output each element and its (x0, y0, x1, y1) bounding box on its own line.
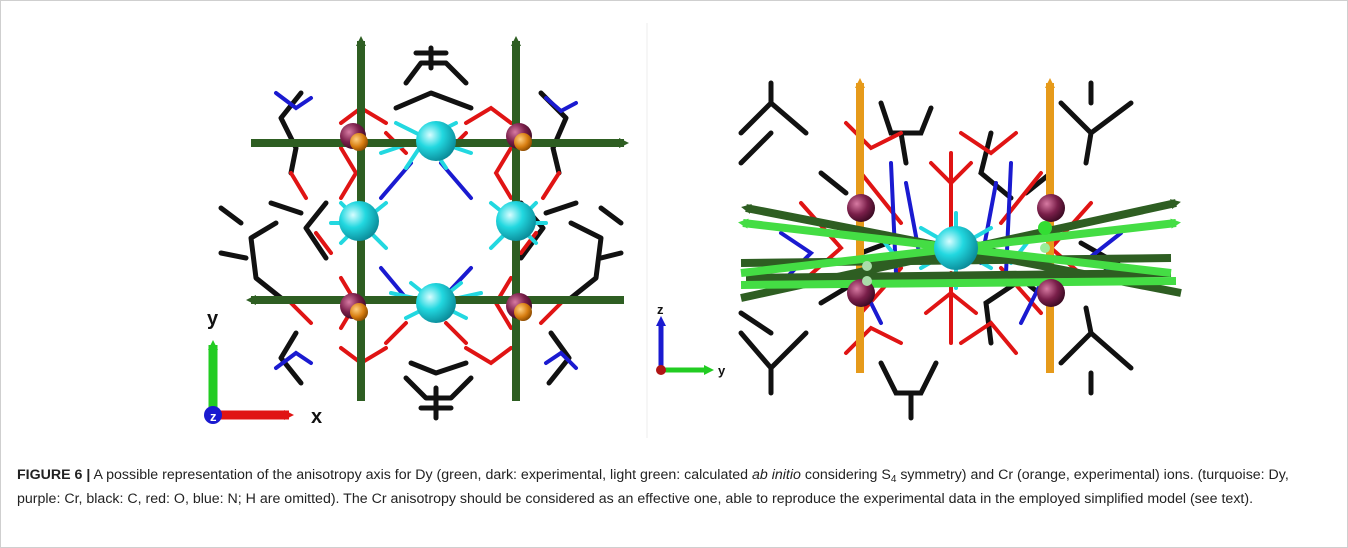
figure-caption: FIGURE 6 | A possible representation of … (17, 463, 1333, 511)
caption-text-part3: symmetry) and Cr (orange, experimental) … (17, 467, 1289, 507)
caption-text-part2: considering S (800, 467, 891, 483)
panel-a-cr-ions (340, 123, 532, 321)
panel-b-dy-ion (934, 226, 978, 270)
caption-text-part1: A possible representation of the anisotr… (90, 467, 753, 483)
panel-a-molecule (218, 36, 629, 421)
panel-a-z-label: z (210, 409, 217, 424)
panel-b-molecule (738, 78, 1182, 421)
figure-svg: z y x (204, 23, 1182, 438)
panel-b-carbon-bonds (738, 80, 1134, 421)
figure-label: FIGURE 6 | (17, 467, 91, 483)
panel-a-carbon-bonds (218, 45, 624, 421)
figure-panels: z y x (181, 23, 1348, 443)
panel-a-dy-ions (339, 121, 536, 323)
caption-subscript: 4 (890, 474, 897, 485)
panel-b-coordinate-triad: z y (656, 302, 726, 378)
panel-b-dy-calculated-markers (862, 221, 1052, 286)
panel-a-coordinate-triad: z y x (204, 308, 322, 428)
panel-a-z-axis-dot (204, 406, 222, 424)
panel-b-z-label: z (657, 302, 664, 317)
panel-a-oxygen-bonds (289, 105, 563, 366)
panel-b-y-label: y (718, 363, 726, 378)
panel-a-y-label: y (207, 308, 219, 330)
panel-b-cr-ions (847, 194, 1065, 307)
caption-italic-term: ab initio (752, 467, 801, 483)
panel-b-x-axis-dot (656, 365, 666, 375)
panel-a-x-label: x (311, 406, 322, 428)
